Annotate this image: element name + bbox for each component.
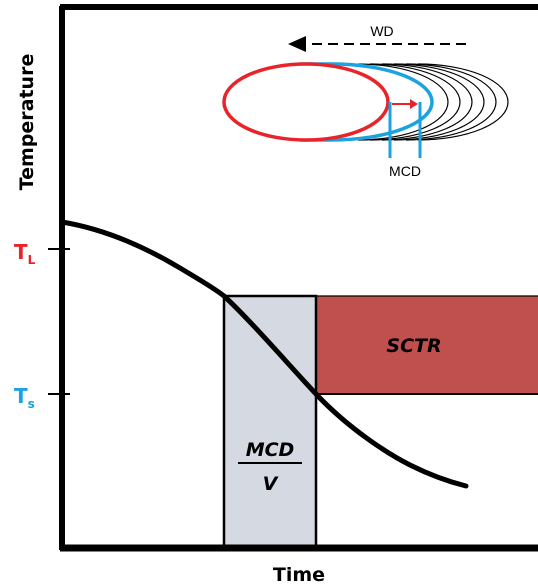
mcd-numerator: MCD	[246, 439, 295, 461]
wd-arrowhead	[288, 36, 306, 52]
mcd-denominator: V	[263, 473, 279, 495]
cooling-curve	[59, 219, 469, 489]
mushy-zone-contour	[300, 62, 434, 142]
ghost-contour	[405, 63, 497, 141]
melt-pool	[222, 62, 390, 142]
ghost-contour	[393, 63, 485, 141]
ghost-contour	[381, 63, 473, 141]
ghost-contour	[417, 63, 509, 141]
mcd-v-region	[222, 294, 318, 550]
wd-label: WD	[370, 23, 393, 39]
x-axis-label: Time	[273, 564, 325, 586]
melt-pool-inset: MCD WD	[222, 23, 509, 179]
mcd-label: MCD	[389, 163, 421, 179]
mcd-arrowhead	[410, 99, 418, 109]
y-axis-label: Temperature	[16, 54, 38, 191]
sctr-label: SCTR	[386, 335, 441, 357]
ghost-contour	[369, 63, 461, 141]
liquidus-label: TL	[14, 240, 36, 267]
solidus-label: Ts	[14, 384, 35, 411]
